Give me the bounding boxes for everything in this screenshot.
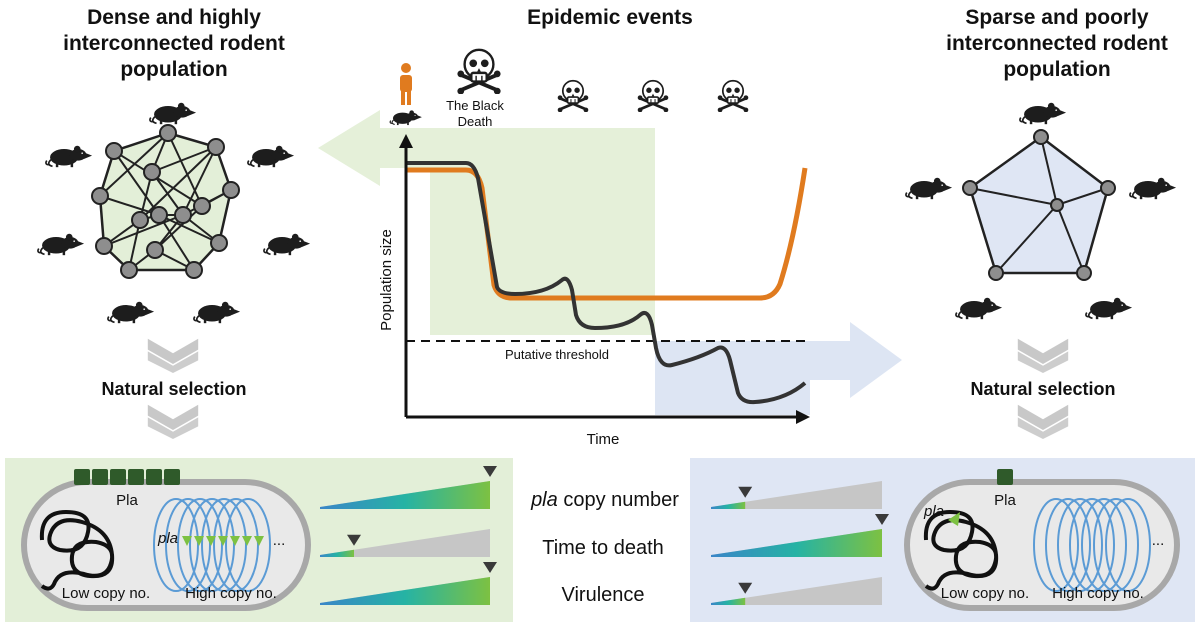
svg-text:Dense and highly: Dense and highly [87,6,261,29]
right-high-copy-label: High copy no. [1052,585,1144,602]
left-trait-wedge-bg-1 [320,529,490,557]
skull-crossbones-icon [636,79,670,112]
chevron-down-icon [1017,338,1069,373]
natural-selection-left: Natural selection [101,379,246,399]
right-low-copy-label: Low copy no. [941,585,1029,602]
left-high-copy-label: High copy no. [185,585,277,602]
y-axis-label: Population size [378,229,395,331]
skull-crossbones-icon [716,79,750,112]
left-trait-marker-2 [483,562,497,573]
left-pla-protein-label: Pla [116,492,138,509]
right-pla-protein-label: Pla [994,492,1016,509]
right-trait-wedge-bg-0 [711,481,882,509]
x-axis-label: Time [587,431,620,448]
trait-wedges [320,466,889,605]
right-trait-wedge-bg-2 [711,577,882,605]
threshold-label: Putative threshold [505,347,609,362]
rat-icon [45,144,93,168]
left-pla-gene-label: pla [157,530,178,547]
right-bacterium [904,469,1180,611]
trait-label-virulence: Virulence [561,584,644,606]
left-low-copy-label: Low copy no. [62,585,150,602]
natural-selection-right: Natural selection [970,379,1115,399]
left-ellipsis: ... [273,532,286,549]
svg-text:interconnected rodent: interconnected rodent [946,32,1168,55]
trait-label-time-to-death: Time to death [542,537,664,559]
right-trait-marker-0 [738,486,753,498]
svg-text:Sparse and poorly: Sparse and poorly [965,6,1149,29]
rat-icon [1129,176,1177,200]
rat-icon [389,109,423,126]
svg-text:Death: Death [458,114,493,129]
left-trait-marker-1 [347,534,361,546]
rat-icon [905,176,953,200]
rat-icon [1019,101,1067,125]
left-trait-wedge-fill-0 [320,481,490,509]
center-title: Epidemic events [527,6,693,29]
right-title: Sparse and poorly interconnected rodent … [946,6,1168,81]
rat-icon [149,101,197,125]
trait-label-copy-number: pla copy number [530,489,679,511]
left-bacterium [21,469,311,611]
svg-text:interconnected rodent: interconnected rodent [63,32,285,55]
left-trait-wedge-fill-1 [320,549,354,557]
rat-icon [1085,296,1133,320]
dense-network [91,124,240,279]
rat-icon [37,232,85,256]
series-black-line [406,161,807,405]
svg-text:The Black: The Black [446,98,504,113]
black-death-label: The Black Death [446,98,504,129]
person-icon [400,63,412,105]
rat-icon [955,296,1003,320]
right-trait-wedge-fill-0 [711,501,746,509]
svg-text:population: population [1003,58,1110,81]
left-trait-wedge-fill-2 [320,577,490,605]
right-trait-marker-1 [875,514,889,525]
population-chart: Putative threshold Population size Time [378,134,810,448]
sparse-network [962,129,1116,281]
skull-crossbones-icon [556,79,590,112]
chevron-down-icon [147,404,199,439]
right-pla-gene-label: pla [923,503,944,520]
chromosome-icon [39,509,115,591]
right-trait-wedge-fill-1 [711,529,882,557]
y-axis-arrowhead [399,134,413,148]
left-title: Dense and highly interconnected rodent p… [63,6,285,81]
blue-arrow [655,322,902,415]
rat-icon [107,300,155,324]
x-axis-arrowhead [796,410,810,424]
right-trait-wedge-fill-2 [711,597,746,605]
chevron-down-icon [147,338,199,373]
skull-crossbones-icon [455,47,503,94]
right-ellipsis: ... [1152,532,1165,549]
right-trait-marker-2 [738,582,753,594]
left-trait-marker-0 [483,466,497,477]
svg-text:population: population [120,58,227,81]
chevron-down-icon [1017,404,1069,439]
rat-icon [247,144,295,168]
chromosome-icon [923,509,999,591]
rat-icon [263,232,311,256]
rat-icon [193,300,241,324]
